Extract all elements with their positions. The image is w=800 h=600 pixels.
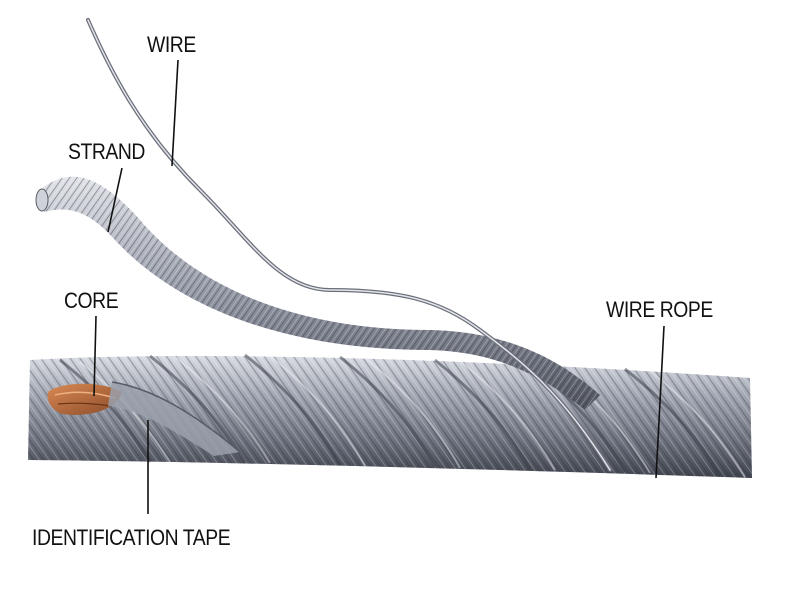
wire-leader-line <box>172 60 178 166</box>
wire-rope-body <box>28 355 752 478</box>
core-label: CORE <box>64 290 118 312</box>
wire-rope-label: WIRE ROPE <box>606 299 713 321</box>
wire-label: WIRE <box>147 34 196 56</box>
strand-label: STRAND <box>68 141 145 163</box>
identification-tape-label: IDENTIFICATION TAPE <box>32 527 230 549</box>
